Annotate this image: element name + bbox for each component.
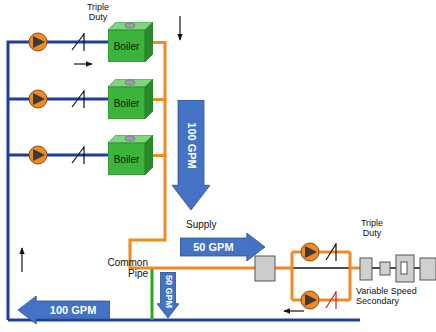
boiler-label: Boiler [114,98,140,110]
drive-component [360,258,372,280]
primary-pump [33,149,45,161]
header-box [255,256,275,281]
drive-component [420,258,436,280]
supply-header-pipe [153,43,165,100]
pipe-label: Common Pipe [98,257,148,279]
check-valve [72,90,84,108]
secondary-pump [301,243,319,261]
check-valve [326,243,336,261]
boiler-box: Boiler [108,22,153,62]
drive-component [360,255,436,282]
common-pipe [152,268,153,320]
check-valve [326,243,336,309]
check-valve [72,33,84,51]
boiler-label: Boiler [114,41,140,53]
common-pipe [151,268,154,320]
flow-rate: 100 GPM [185,122,198,168]
secondary-pump [301,243,319,309]
supply-pipe [275,252,360,300]
drive-component [401,262,407,274]
flow-rate: 50 GPM [193,241,233,254]
flow-arrow [74,63,92,64]
shape-part [145,22,153,62]
flow-arrow-box: 100 GPM [18,296,110,324]
flow-arrow [22,16,304,311]
drive-component [380,262,390,275]
secondary-pump [305,294,317,306]
shape-part [108,87,145,119]
return-pipe [8,42,360,320]
primary-pump [29,33,47,51]
shape-part [125,136,135,141]
supply-header-pipe [153,100,165,156]
shape-part [18,296,110,324]
flow-arrow-box: 50 GPM [180,233,265,261]
secondary-pump [301,291,319,309]
primary-pump [29,33,47,164]
flow-arrow-box: 50 GPM [157,272,179,318]
check-valve [72,146,84,164]
flow-rate: 100 GPM [50,304,96,317]
header-box [255,256,275,281]
shape-part [145,135,153,175]
primary-pump [33,93,45,105]
shape-part [125,23,135,28]
primary-pump [29,90,47,108]
primary-pump [33,36,45,48]
check-valve [326,291,336,309]
flow-arrow [179,16,180,40]
secondary-pump [305,246,317,258]
flow-arrow-box: 100 GPM [172,100,210,210]
pump-duty-label: Triple Duty [352,218,392,238]
primary-pump [29,146,47,164]
shape-part [172,100,210,210]
pump-duty-label: Triple Duty [80,2,116,22]
shape-part [125,80,135,85]
boiler-label: Boiler [114,154,140,166]
shape-part [157,272,179,318]
shape-part [108,30,145,62]
pipe-label: Supply [186,219,226,230]
boiler-box: Boiler [108,135,153,175]
boiler-box: Boiler [108,79,153,119]
check-valve [72,33,84,164]
shape-part [108,143,145,175]
flow-rate: 50 GPM [163,274,174,307]
flow-arrow [21,248,22,272]
flow-arrow [284,310,304,311]
return-pipe [8,42,360,320]
shape-part [145,79,153,119]
shape-part [180,233,265,261]
drive-label: Variable Speed Secondary [356,286,418,306]
drive-component [396,255,414,282]
